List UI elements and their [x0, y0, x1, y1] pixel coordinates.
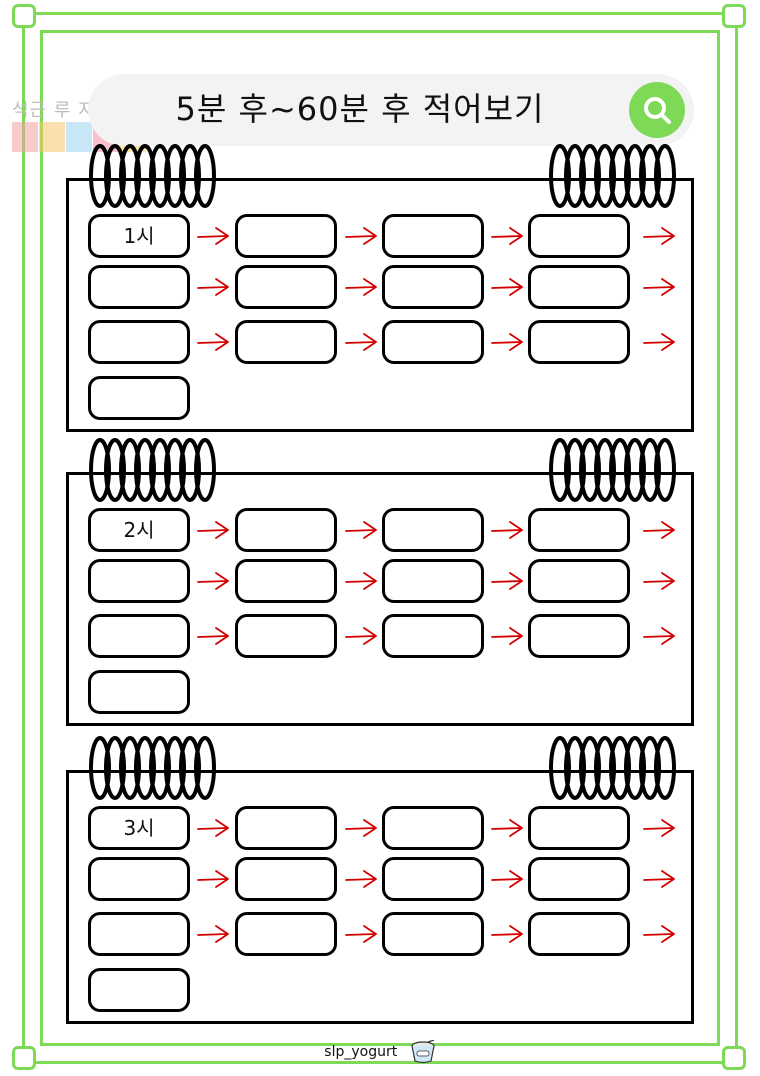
arrow-right-icon [197, 278, 229, 296]
arrow-right-icon [491, 333, 523, 351]
binder-spiral [549, 144, 676, 208]
arrow-right-icon [491, 278, 523, 296]
arrow-right-icon [491, 572, 523, 590]
answer-box[interactable] [88, 265, 190, 309]
answer-box[interactable] [382, 265, 484, 309]
answer-box[interactable] [382, 857, 484, 901]
time-label-box[interactable]: 1시 [88, 214, 190, 258]
page-title: 5분 후~60분 후 적어보기 [175, 90, 545, 128]
answer-box[interactable] [235, 857, 337, 901]
binder-spiral [89, 736, 216, 800]
arrow-right-icon [345, 227, 377, 245]
arrow-right-icon [197, 870, 229, 888]
arrow-right-icon [643, 925, 675, 943]
answer-box[interactable] [528, 912, 630, 956]
arrow-right-icon [345, 870, 377, 888]
inner-frame [40, 30, 720, 1046]
answer-box[interactable] [88, 320, 190, 364]
arrow-right-icon [491, 627, 523, 645]
answer-box[interactable] [88, 912, 190, 956]
arrow-right-icon [345, 627, 377, 645]
answer-box[interactable] [235, 214, 337, 258]
logo-color-band [39, 122, 65, 152]
answer-box[interactable] [382, 320, 484, 364]
arrow-right-icon [643, 819, 675, 837]
arrow-right-icon [345, 521, 377, 539]
answer-box[interactable] [528, 806, 630, 850]
outer-frame [22, 12, 738, 1064]
arrow-right-icon [491, 870, 523, 888]
logo-color-band [66, 122, 92, 152]
answer-box[interactable] [235, 559, 337, 603]
arrow-right-icon [643, 521, 675, 539]
arrow-right-icon [345, 572, 377, 590]
answer-box[interactable] [235, 912, 337, 956]
arrow-right-icon [643, 227, 675, 245]
binder-spiral [89, 144, 216, 208]
binder-spiral [549, 438, 676, 502]
answer-box[interactable] [528, 265, 630, 309]
answer-box[interactable] [382, 508, 484, 552]
arrow-right-icon [197, 521, 229, 539]
time-label-box[interactable]: 2시 [88, 508, 190, 552]
yogurt-cup-icon [411, 1040, 435, 1064]
answer-box[interactable] [382, 912, 484, 956]
search-button[interactable] [629, 82, 685, 138]
arrow-right-icon [345, 278, 377, 296]
arrow-right-icon [197, 627, 229, 645]
answer-box[interactable] [382, 214, 484, 258]
arrow-right-icon [643, 627, 675, 645]
answer-box[interactable] [382, 806, 484, 850]
answer-box[interactable] [528, 857, 630, 901]
binder-spiral [89, 438, 216, 502]
arrow-right-icon [643, 278, 675, 296]
title-bar [88, 74, 694, 146]
answer-box[interactable] [528, 214, 630, 258]
answer-box[interactable] [235, 806, 337, 850]
answer-box[interactable] [528, 559, 630, 603]
arrow-right-icon [491, 925, 523, 943]
time-label-box[interactable]: 3시 [88, 806, 190, 850]
answer-box[interactable] [235, 320, 337, 364]
answer-box[interactable] [528, 320, 630, 364]
footer: slp_yogurt [0, 1040, 760, 1064]
answer-box[interactable] [528, 508, 630, 552]
frame-corner [12, 4, 36, 28]
arrow-right-icon [197, 227, 229, 245]
answer-box[interactable] [382, 559, 484, 603]
answer-box[interactable] [88, 376, 190, 420]
answer-box[interactable] [88, 614, 190, 658]
frame-corner [12, 1046, 36, 1070]
arrow-right-icon [345, 819, 377, 837]
answer-box[interactable] [88, 670, 190, 714]
binder-spiral [549, 736, 676, 800]
arrow-right-icon [491, 819, 523, 837]
search-icon [644, 97, 671, 124]
arrow-right-icon [197, 925, 229, 943]
arrow-right-icon [643, 870, 675, 888]
logo-color-band [12, 122, 38, 152]
answer-box[interactable] [235, 614, 337, 658]
arrow-right-icon [345, 925, 377, 943]
arrow-right-icon [491, 227, 523, 245]
arrow-right-icon [197, 572, 229, 590]
answer-box[interactable] [528, 614, 630, 658]
answer-box[interactable] [235, 265, 337, 309]
arrow-right-icon [491, 521, 523, 539]
footer-credit: slp_yogurt [324, 1044, 398, 1060]
frame-corner [722, 4, 746, 28]
answer-box[interactable] [88, 559, 190, 603]
arrow-right-icon [345, 333, 377, 351]
answer-box[interactable] [88, 968, 190, 1012]
answer-box[interactable] [88, 857, 190, 901]
arrow-right-icon [643, 572, 675, 590]
arrow-right-icon [643, 333, 675, 351]
answer-box[interactable] [382, 614, 484, 658]
arrow-right-icon [197, 333, 229, 351]
arrow-right-icon [197, 819, 229, 837]
frame-corner [722, 1046, 746, 1070]
answer-box[interactable] [235, 508, 337, 552]
